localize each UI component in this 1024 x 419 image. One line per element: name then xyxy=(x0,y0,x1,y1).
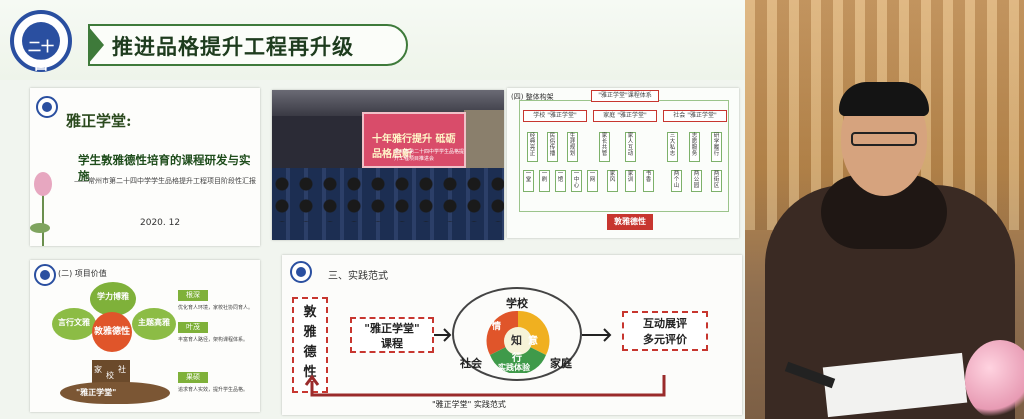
row2-cell: 一中心 xyxy=(571,170,582,192)
leaf-xueli: 学力博雅 xyxy=(90,282,136,316)
glasses xyxy=(851,132,917,146)
logo-text: 二十四 xyxy=(27,40,54,74)
stage-banner-subtext: 常州市第二十四中学学生品格提升工程项目推进会 xyxy=(394,149,465,162)
practice-heading: 三、实践范式 xyxy=(328,271,388,282)
col-cell: 经典亮正 xyxy=(527,132,538,162)
center-ring xyxy=(486,310,550,373)
tree-base-label: "雅正学堂" xyxy=(76,388,117,397)
leaf-yanxing: 言行文雅 xyxy=(52,308,96,340)
tag-genshen: 根深 xyxy=(178,290,208,301)
tag-yemao: 叶茂 xyxy=(178,322,208,333)
stage-banner-text: 十年雅行提升 砥砺品格启新 xyxy=(372,134,456,160)
small-logo-icon xyxy=(34,264,56,286)
panel-meeting-photo: 十年雅行提升 砥砺品格启新 常州市第二十四中学学生品格提升工程项目推进会 xyxy=(272,90,504,240)
col-cell: 三大私志 xyxy=(667,132,678,162)
small-logo-icon xyxy=(36,96,58,118)
row2-cell: 一馆 xyxy=(555,170,566,192)
trunk-label-home: 家 xyxy=(94,365,102,374)
col-cell: 志愿服务 xyxy=(689,132,700,162)
flower xyxy=(965,340,1024,419)
group-society: 社会 "雅正学堂" xyxy=(663,110,727,122)
panel-practice-paradigm: 三、实践范式 敦 雅 德 性 "雅正学堂" 课程 学校 社会 家庭 知 行 意 … xyxy=(282,255,742,415)
arrow-right-icon-2 xyxy=(582,328,612,342)
project-value-heading: (二) 项目价值 xyxy=(58,269,107,278)
center-yi: 意 xyxy=(528,336,538,347)
leaf-dunya: 敦雅德性 xyxy=(92,312,132,352)
hair xyxy=(839,82,929,116)
practice-footer: "雅正学堂" 实践范式 xyxy=(432,400,506,409)
left-box-dunya: 敦 雅 德 性 xyxy=(292,297,328,393)
course-box: "雅正学堂" 课程 xyxy=(350,317,434,353)
col-cell: 家人互动 xyxy=(625,132,636,162)
row2-cell: 两个山 xyxy=(671,170,682,192)
slide-title: 推进品格提升工程再升级 xyxy=(112,35,354,59)
small-logo-icon xyxy=(290,261,312,283)
stage-screen: 十年雅行提升 砥砺品格启新 常州市第二十四中学学生品格提升工程项目推进会 xyxy=(362,112,466,168)
row2-cell: 一刷 xyxy=(539,170,550,192)
ring-practice: 实践体验 xyxy=(498,363,530,372)
course-system-top: "雅正学堂"课程体系 xyxy=(591,90,659,102)
ring-qing: 情 xyxy=(492,322,502,332)
practice-circle xyxy=(452,287,582,381)
row2-cell: 两公园 xyxy=(691,170,702,192)
row2-cell: 一网 xyxy=(587,170,598,192)
report-title: 雅正学堂: xyxy=(66,112,132,130)
lotus-icon xyxy=(30,172,52,246)
report-date: 2020. 12 xyxy=(140,218,181,228)
label-family: 家庭 xyxy=(550,357,572,370)
group-school: 学校 "雅正学堂" xyxy=(523,110,587,122)
right-box-evaluation: 互动展评 多元评价 xyxy=(622,311,708,351)
trunk-label-school: 校 xyxy=(106,371,114,380)
audience xyxy=(272,172,504,222)
tag-genshen-desc: 优化育人环境，家校社协同育人。 xyxy=(178,305,254,311)
report-line: ——常州市第二十四中学学生品格提升工程项目阶段性汇报 xyxy=(74,177,256,185)
title-arrow-icon xyxy=(88,26,104,64)
leaf-zhuti: 主题高雅 xyxy=(132,308,176,340)
course-system-bottom: 敦雅德性 xyxy=(607,214,653,230)
center-xing: 行 xyxy=(512,353,522,364)
tag-yemao-desc: 丰富育人路径，架构课程体系。 xyxy=(178,337,249,343)
col-cell: 家长共管 xyxy=(599,132,610,162)
tree-base xyxy=(60,382,170,404)
row2-cell: 书香 xyxy=(643,170,654,192)
center-zhi: 知 xyxy=(511,334,522,347)
row2-cell: 家风 xyxy=(607,170,618,192)
label-society: 社会 xyxy=(460,357,482,370)
col-cell: 民俗传播 xyxy=(547,132,558,162)
col-cell: 生涯规划 xyxy=(567,132,578,162)
trunk-label-society: 社 xyxy=(118,365,126,374)
group-family: 家庭 "雅正学堂" xyxy=(593,110,657,122)
panel-project-value: (二) 项目价值 学力博雅 言行文雅 主题高雅 敦雅德性 家 校 社 "雅正学堂… xyxy=(30,260,260,412)
tag-guoshuo: 果硕 xyxy=(178,372,208,383)
arrow-right-icon xyxy=(434,328,452,342)
row2-cell: 家训 xyxy=(625,170,636,192)
row2-cell: 一堂 xyxy=(523,170,534,192)
school-logo: 二十四 xyxy=(10,10,72,74)
loop-arrow xyxy=(304,375,666,397)
tag-guoshuo-desc: 追求育人实效，提升学生品格。 xyxy=(178,387,249,393)
report-subtitle: 学生敦雅德性培育的课程研发与实施 xyxy=(78,153,251,183)
panel-course-system: (四) 整体构架 "雅正学堂"课程体系 学校 "雅正学堂" 家庭 "雅正学堂" … xyxy=(507,88,739,238)
speaker-photo xyxy=(745,0,1024,419)
row2-cell: 两街区 xyxy=(711,170,722,192)
course-system-heading: (四) 整体构架 xyxy=(511,93,554,101)
label-school: 学校 xyxy=(506,297,528,310)
panel-report-cover: 雅正学堂: 学生敦雅德性培育的课程研发与实施 ——常州市第二十四中学学生品格提升… xyxy=(30,88,260,246)
col-cell: 研学履行 xyxy=(711,132,722,162)
